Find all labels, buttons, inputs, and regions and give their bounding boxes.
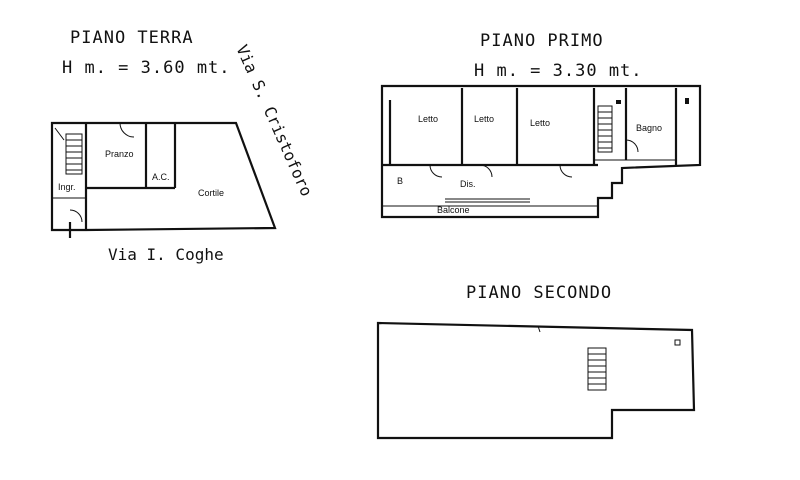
first-floor-outline (380, 84, 702, 219)
street-cristoforo: Via S. Cristoforo (232, 42, 316, 199)
room-letto-1: Letto (418, 114, 438, 124)
second-floor-title: PIANO SECONDO (466, 283, 612, 303)
door-swing-icon (479, 164, 493, 178)
room-ingresso: Ingr. (58, 182, 76, 192)
first-floor-title: PIANO PRIMO (480, 31, 604, 51)
door-swing-icon (119, 122, 135, 138)
ground-floor-height: H m. = 3.60 mt. (62, 58, 231, 78)
door-swing-icon (429, 164, 443, 178)
first-floor-height: H m. = 3.30 mt. (474, 61, 643, 81)
ground-floor: PIANO TERRA H m. = 3.60 mt. Pranzo A.C. … (50, 28, 316, 264)
street-coghe: Via I. Coghe (108, 245, 224, 264)
bagno-fixture (685, 98, 689, 104)
room-ac: A.C. (152, 172, 170, 182)
door-swing-icon (625, 139, 639, 153)
roof-vent (674, 339, 681, 346)
staircase-icon (587, 347, 607, 391)
bagno-fixture (616, 100, 621, 104)
second-floor-outline (376, 321, 696, 440)
room-letto-2: Letto (474, 114, 494, 124)
second-floor: PIANO SECONDO (376, 283, 696, 440)
first-floor: PIANO PRIMO H m. = 3.30 mt. (380, 31, 702, 219)
room-cortile: Cortile (198, 188, 224, 198)
roof-ridge (537, 325, 541, 333)
room-dis: Dis. (460, 179, 476, 189)
staircase-icon (597, 105, 613, 153)
ground-floor-title: PIANO TERRA (70, 28, 194, 48)
room-balcone: Balcone (437, 205, 470, 215)
room-letto-3: Letto (530, 118, 550, 128)
room-bagno: Bagno (636, 123, 662, 133)
door-swing-icon (559, 164, 573, 178)
room-pranzo: Pranzo (105, 149, 134, 159)
staircase-icon (54, 127, 83, 175)
door-swing-icon (69, 209, 83, 223)
room-b: B (397, 176, 403, 186)
ground-floor-outline (50, 121, 277, 232)
